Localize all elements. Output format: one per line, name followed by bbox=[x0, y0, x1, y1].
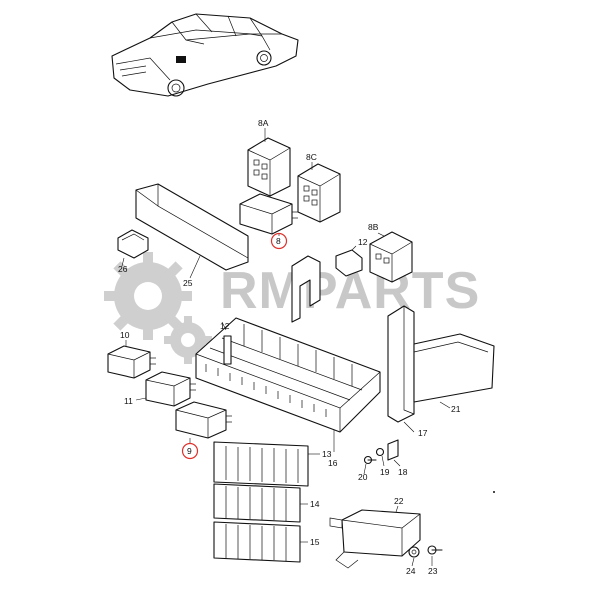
callout-8C: 8C bbox=[306, 152, 317, 162]
nut-24-bolt-23 bbox=[408, 545, 443, 567]
callout-8B: 8B bbox=[368, 222, 379, 232]
callout-10: 10 bbox=[120, 330, 130, 340]
bracket-upper bbox=[291, 255, 321, 323]
callout-26: 26 bbox=[118, 264, 128, 274]
cover-25 bbox=[135, 183, 249, 279]
fasteners bbox=[363, 439, 401, 475]
callout-12-upper: 12 bbox=[358, 237, 368, 247]
callout-11: 11 bbox=[124, 396, 133, 406]
callout-8: 8 bbox=[276, 236, 281, 246]
callout-18: 18 bbox=[398, 467, 408, 477]
bracket-17 bbox=[387, 305, 415, 433]
relay-8C bbox=[297, 162, 341, 223]
callout-14: 14 bbox=[310, 499, 320, 509]
relay-8B bbox=[369, 231, 413, 283]
callout-24: 24 bbox=[406, 566, 416, 576]
callout-22: 22 bbox=[394, 496, 404, 506]
callout-19: 19 bbox=[380, 467, 390, 477]
relay-9 bbox=[175, 401, 232, 444]
callout-23: 23 bbox=[428, 566, 438, 576]
relay-10 bbox=[107, 340, 156, 379]
relay-11 bbox=[135, 371, 196, 407]
relay-8A bbox=[247, 128, 291, 197]
highlight-ring-8 bbox=[270, 232, 288, 250]
callout-17: 17 bbox=[418, 428, 428, 438]
fuse-strip-13 bbox=[213, 441, 320, 487]
callout-15: 15 bbox=[310, 537, 320, 547]
location-marker bbox=[176, 56, 186, 63]
control-module-22 bbox=[329, 505, 421, 569]
callout-12-lower: 12 bbox=[220, 321, 230, 331]
bridge-12-upper bbox=[335, 245, 363, 277]
callout-labels: 8A 8C 8B 12 8 26 25 12 10 11 9 13 14 15 … bbox=[118, 118, 461, 576]
relay-8 bbox=[239, 193, 298, 236]
car-illustration bbox=[111, 13, 299, 97]
callout-13: 13 bbox=[322, 449, 332, 459]
relay-panel-16 bbox=[195, 317, 381, 452]
nut-18 bbox=[387, 439, 399, 461]
washer-19 bbox=[375, 447, 385, 457]
callout-8A: 8A bbox=[258, 118, 269, 128]
bracket-21 bbox=[413, 333, 495, 409]
callout-9: 9 bbox=[187, 446, 192, 456]
watermark-gear-icon bbox=[104, 252, 212, 364]
callout-16: 16 bbox=[328, 458, 338, 468]
highlight-ring-9 bbox=[181, 442, 199, 460]
fuse-strip-14 bbox=[213, 483, 308, 523]
clip-26 bbox=[117, 229, 149, 267]
callout-20: 20 bbox=[358, 472, 368, 482]
callout-21: 21 bbox=[451, 404, 461, 414]
callout-25: 25 bbox=[183, 278, 193, 288]
fuse-strip-15 bbox=[213, 521, 308, 563]
